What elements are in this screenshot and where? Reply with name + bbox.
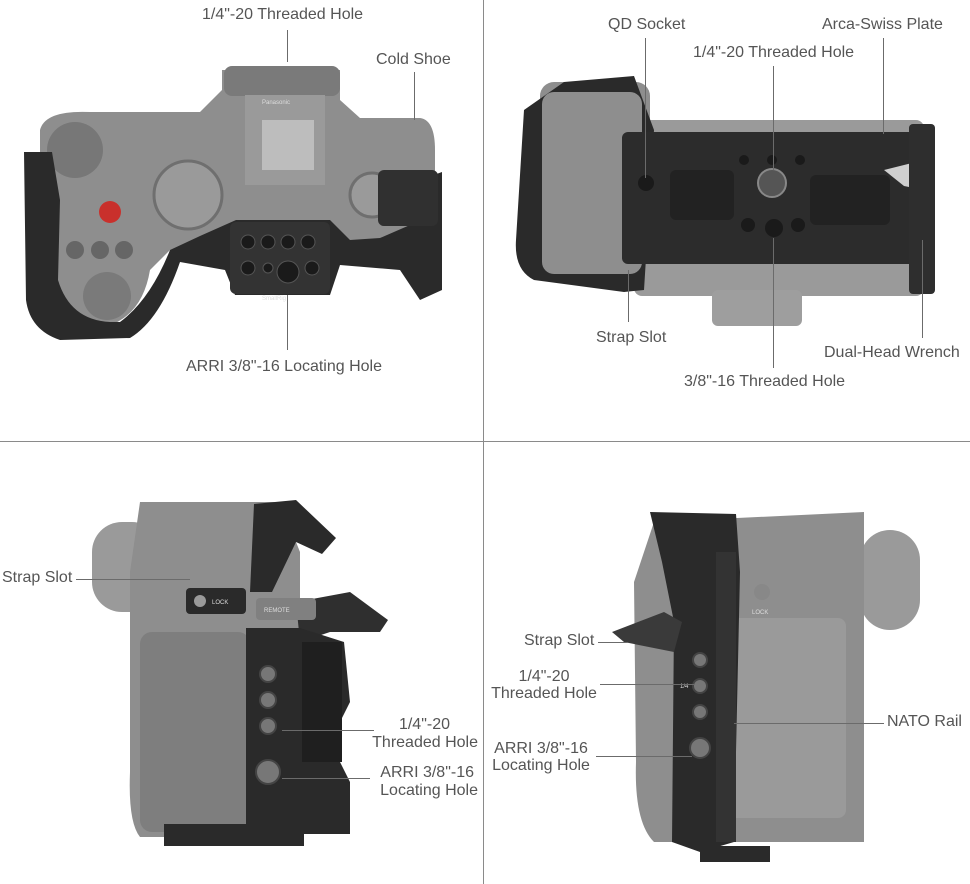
lock-screw (194, 595, 206, 607)
label-threaded-hole-l2: Threaded Hole (491, 685, 597, 702)
lock-screw (754, 584, 770, 600)
leader-arri-hole (282, 778, 370, 779)
leader-arri-hole (596, 756, 692, 757)
cage-base (700, 846, 770, 862)
hot-shoe (262, 120, 314, 170)
leader-strap-slot (598, 642, 628, 643)
remote-port (256, 598, 316, 620)
cage-grip-top (296, 592, 388, 642)
label-wrench: Dual-Head Wrench (824, 344, 960, 361)
eyecup (224, 66, 340, 96)
button-a (66, 241, 84, 259)
panel-divider-vertical (483, 0, 484, 884)
top-view-illustration: Panasonic SmallRig (24, 66, 442, 340)
joystick-dial (83, 272, 131, 320)
right-side-illustration: LOCK 1/4 (612, 512, 920, 862)
leader-qd-socket (645, 38, 646, 178)
label-threaded-hole: 1/4"-20 Threaded Hole (202, 6, 364, 23)
label-arri-l2: Locating Hole (492, 757, 590, 774)
leader-arca-plate (883, 38, 884, 134)
panel-bottom-view: QD Socket Arca-Swiss Plate 1/4"-20 Threa… (484, 0, 970, 441)
lock-plate (186, 588, 246, 614)
left-side-illustration: LOCK REMOTE (92, 500, 388, 846)
record-button (99, 201, 121, 223)
bottom-view-illustration (515, 76, 935, 326)
label-threaded-hole-l1: 1/4"-20 (398, 716, 450, 733)
label-arri-l1: ARRI 3/8"-16 (494, 740, 588, 757)
camera-body (40, 70, 435, 330)
cage-top-handle (250, 500, 336, 592)
label-arri-l2: Locating Hole (380, 782, 478, 799)
label-threaded-hole-l1: 1/4"-20 (518, 668, 570, 685)
button-osi (91, 241, 109, 259)
grip-face (542, 92, 642, 274)
qd-socket-hole (638, 175, 654, 191)
plate-cutout-1 (670, 170, 734, 220)
center-screw (757, 168, 787, 198)
mode-dial (152, 159, 224, 231)
side-panel (140, 632, 250, 832)
nato-rail (716, 552, 736, 842)
label-nato-rail: NATO Rail (887, 713, 962, 730)
panel-left-side: LOCK REMOTE Strap Slot 1/4"-20 Threaded … (0, 442, 483, 884)
arca-side-rail (909, 124, 935, 294)
button-6m (115, 241, 133, 259)
label-arca-plate: Arca-Swiss Plate (822, 16, 943, 33)
leader-strap-slot (628, 270, 629, 322)
cage-side-plate (378, 170, 438, 226)
label-cold-shoe: Cold Shoe (376, 51, 451, 68)
leader-threaded-hole (287, 30, 288, 62)
label-arri-hole: ARRI 3/8"-16 Locating Hole (186, 358, 383, 375)
carbon-fiber-panel (302, 642, 342, 762)
leader-threaded-hole (282, 730, 374, 731)
brand-mark: Panasonic (262, 100, 290, 106)
cage-base (164, 824, 304, 846)
lock-mark: LOCK (752, 610, 768, 616)
panel-divider-horizontal (0, 441, 970, 442)
strap-slot-lug (612, 612, 682, 652)
label-strap-slot: Strap Slot (2, 569, 73, 586)
leader-arri-hole (287, 295, 288, 350)
plate-cutout-2 (810, 175, 890, 225)
label-arri-l1: ARRI 3/8"-16 (380, 764, 474, 781)
leader-threaded-hole-top (773, 66, 774, 170)
label-threaded-hole-top: 1/4"-20 Threaded Hole (693, 44, 855, 61)
cage-brand-mark: SmallRig (262, 296, 286, 302)
leader-threaded-hole (600, 684, 694, 685)
panel-right-side: LOCK 1/4 Strap Slot 1/4"-20 Threaded Hol… (484, 442, 970, 884)
label-qd-socket: QD Socket (608, 16, 686, 33)
front-dial (47, 122, 103, 178)
cage-hole-block (230, 222, 330, 294)
panel-top-view: Panasonic SmallRig 1/4"-20 Threaded Hole… (0, 0, 483, 441)
label-strap-slot: Strap Slot (596, 329, 667, 346)
leader-strap-slot (76, 579, 190, 580)
label-threaded-hole-l2: Threaded Hole (372, 734, 478, 751)
rear-panel (722, 618, 846, 818)
quarter-mark: 1/4 (680, 684, 689, 690)
label-threaded-hole-38: 3/8"-16 Threaded Hole (684, 373, 846, 390)
remote-mark: REMOTE (264, 608, 290, 614)
leader-nato-rail (734, 723, 884, 724)
leader-cold-shoe (414, 72, 415, 120)
label-strap-slot: Strap Slot (524, 632, 595, 649)
lens-mount-bottom (712, 290, 802, 326)
leader-threaded-hole-38 (773, 238, 774, 368)
eyecup (860, 530, 920, 630)
lock-mark: LOCK (212, 600, 228, 606)
leader-wrench (922, 240, 923, 338)
